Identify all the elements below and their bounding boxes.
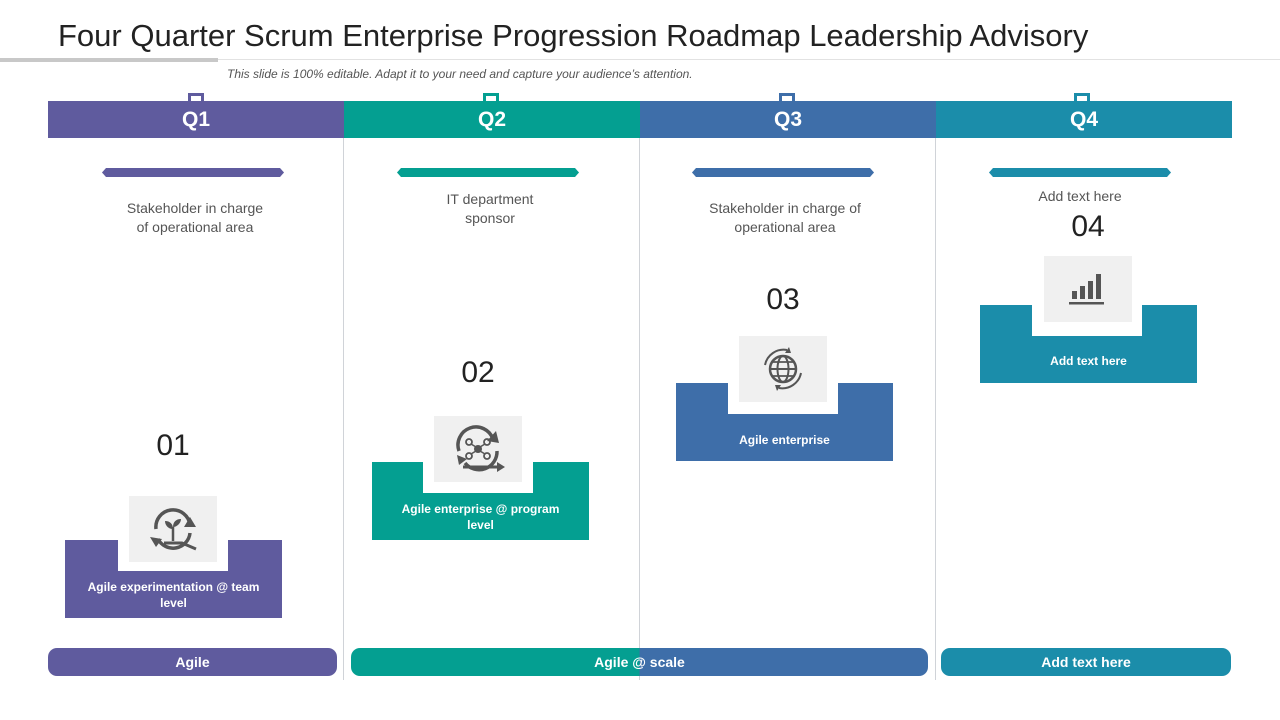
- step-number-03: 03: [766, 283, 800, 316]
- step-box-label-04: Add text here: [1050, 354, 1127, 368]
- seedling-cycle-icon: [150, 508, 197, 551]
- network-cycle-icon: [456, 425, 505, 472]
- stakeholder-text-q3: Stakeholder in charge of operational are…: [709, 200, 861, 235]
- quarter-tab-q2: [483, 93, 499, 104]
- footer-pill-label: Agile: [175, 654, 210, 670]
- ribbon-q1: [102, 168, 284, 177]
- quarter-label: Q4: [1069, 107, 1098, 131]
- step-box-label-01: Agile experimentation @ team level: [87, 580, 260, 610]
- footer-pill-q4: Add text here: [941, 648, 1231, 676]
- ribbon-q2: [397, 168, 579, 177]
- quarter-tab-q4: [1074, 93, 1090, 104]
- quarter-tab-q1: [188, 93, 204, 104]
- column-divider: [343, 138, 344, 680]
- column-divider: [935, 138, 936, 680]
- step-number-01: 01: [156, 429, 190, 462]
- globe-icon: [764, 347, 802, 391]
- quarter-header-q4: Q4: [936, 101, 1232, 138]
- page-title: Four Quarter Scrum Enterprise Progressio…: [58, 18, 1089, 53]
- quarter-label: Q3: [773, 107, 802, 131]
- page-subtitle: This slide is 100% editable. Adapt it to…: [227, 67, 693, 81]
- stakeholder-text-q1: Stakeholder in charge of operational are…: [126, 200, 264, 235]
- ribbon-q4: [989, 168, 1171, 177]
- bar-chart-icon: [1069, 274, 1104, 305]
- step-number-04: 04: [1071, 210, 1105, 243]
- title-accent-rule: [0, 58, 218, 62]
- step-box-label-02: Agile enterprise @ program level: [401, 502, 560, 532]
- quarter-tab-q3: [779, 93, 795, 104]
- quarter-header-q1: Q1: [48, 101, 344, 138]
- quarter-label: Q2: [477, 107, 506, 131]
- step-icon-frame: [129, 496, 217, 562]
- step-icon-frame: [1044, 256, 1132, 322]
- quarter-header-q3: Q3: [640, 101, 936, 138]
- column-divider: [639, 138, 640, 680]
- step-box-label-03: Agile enterprise: [739, 433, 830, 447]
- title-divider: [218, 59, 1280, 60]
- step-icon-frame: [739, 336, 827, 402]
- ribbon-q3: [692, 168, 874, 177]
- quarter-header-q2: Q2: [344, 101, 640, 138]
- stakeholder-text-q2: IT department sponsor: [446, 191, 534, 226]
- stakeholder-text-q4: Add text here: [1038, 188, 1122, 204]
- step-icon-frame: [434, 416, 522, 482]
- step-number-02: 02: [461, 356, 495, 389]
- quarter-label: Q1: [181, 107, 210, 131]
- footer-pill-agile-at-scale: Agile @ scale: [351, 648, 928, 676]
- footer-pill-label: Agile @ scale: [594, 654, 685, 670]
- footer-pill-agile: Agile: [48, 648, 337, 676]
- footer-pill-label: Add text here: [1041, 654, 1131, 670]
